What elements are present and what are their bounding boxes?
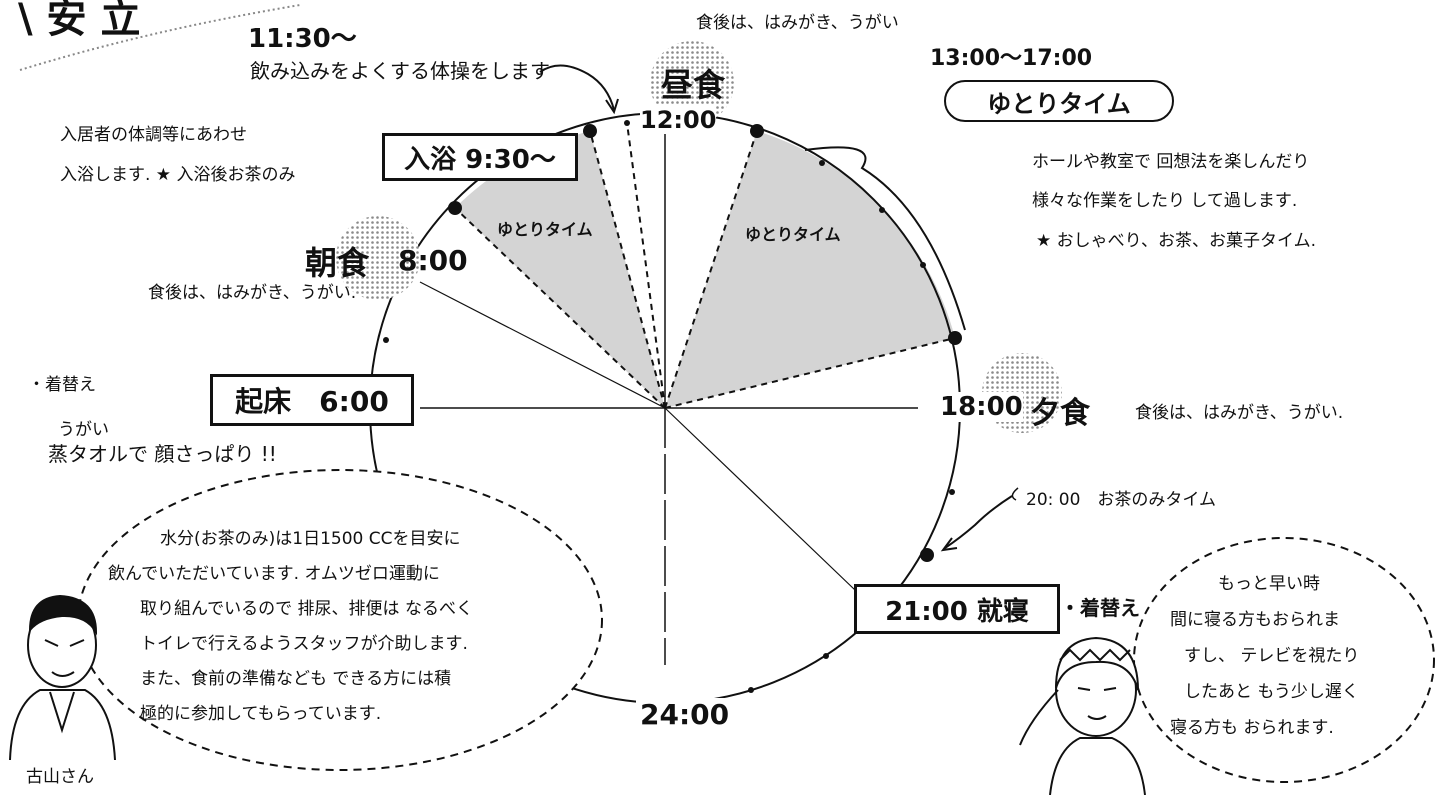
speaker-name: 古山さん bbox=[26, 767, 94, 787]
wake-label: 起床 6:00 bbox=[210, 374, 414, 426]
breakfast-time: 8:00 bbox=[398, 244, 468, 277]
clock-label-24: 24:00 bbox=[636, 698, 734, 731]
bubble-left-line: 取り組んでいるので 排尿、排便は なるべく bbox=[140, 599, 473, 619]
bubble-left-line: 飲んでいただいています. オムツゼロ運動に bbox=[108, 564, 440, 584]
bubble-right-text: もっと早い時 間に寝る方もおられま すし、 テレビを視たり したあと もう少し遅… bbox=[1170, 566, 1359, 746]
bubble-right-line: 寝る方も おられます. bbox=[1170, 718, 1334, 738]
lunch-title: 昼食 bbox=[661, 66, 726, 104]
bubble-left-line: 極的に参加してもらっています. bbox=[140, 704, 382, 724]
tea-arrow bbox=[944, 495, 1013, 549]
corner-title: \ 安 立 bbox=[18, 0, 141, 42]
wake-note-2: うがい bbox=[58, 420, 109, 440]
swallow-text: 飲み込みをよくする体操をします bbox=[250, 59, 550, 83]
tea-time: 20: 00 お茶のみタイム bbox=[1026, 490, 1217, 510]
corner-stroke bbox=[19, 4, 301, 71]
bath-note-1: 入居者の体調等にあわせ bbox=[60, 125, 247, 145]
dinner-time: 18:00 bbox=[940, 392, 1023, 422]
bubble-left-line: また、食前の準備なども できる方には積 bbox=[140, 669, 452, 689]
bubble-right-outline bbox=[1133, 537, 1435, 783]
dinner-note: 食後は、はみがき、うがい. bbox=[1135, 403, 1344, 423]
bubble-right-line: もっと早い時 bbox=[1218, 574, 1320, 594]
radius-8 bbox=[419, 281, 666, 409]
free-time-wedge-left bbox=[455, 131, 665, 408]
dinner-title: 夕食 bbox=[1030, 396, 1090, 431]
event-dots bbox=[383, 120, 962, 693]
free-time-badge: ゆとりタイム bbox=[944, 80, 1174, 122]
bubble-right-line: したあと もう少し遅く bbox=[1184, 682, 1359, 702]
man-illustration bbox=[9, 594, 116, 761]
free-desc-line-1: ホールや教室で 回想法を楽しんだり bbox=[1032, 152, 1310, 172]
free-desc-line-2: 様々な作業をしたり して過します. bbox=[1032, 191, 1298, 211]
sleep-note: ・着替え bbox=[1060, 596, 1140, 620]
wake-note-3: 蒸タオルで 顔さっぱり !! bbox=[48, 442, 277, 466]
bubble-left-line: トイレで行えるようスタッフが介助します. bbox=[140, 634, 468, 654]
radius-21 bbox=[664, 407, 856, 591]
free-time-brace bbox=[804, 146, 966, 331]
bath-note-2: 入浴します. ★ 入浴後お茶のみ bbox=[60, 165, 296, 185]
breakfast-note: 食後は、はみがき、うがい. bbox=[148, 283, 357, 303]
lunch-note: 食後は、はみがき、うがい bbox=[696, 13, 899, 33]
sleep-label: 21:00 就寝 bbox=[854, 584, 1060, 634]
breakfast-title: 朝食 bbox=[305, 244, 370, 282]
free-time-range: 13:00～17:00 bbox=[930, 46, 1093, 71]
wake-note-1: ・着替え bbox=[28, 375, 96, 395]
wedge-edges bbox=[454, 122, 956, 409]
bubble-left-line: 水分(お茶のみ)は1日1500 CCを目安に bbox=[160, 529, 461, 549]
bubble-right-line: 間に寝る方もおられま bbox=[1170, 610, 1340, 630]
bubble-right-line: すし、 テレビを視たり bbox=[1184, 646, 1360, 666]
wedge-right-label: ゆとりタイム bbox=[745, 225, 841, 244]
bubble-left-text: 水分(お茶のみ)は1日1500 CCを目安に 飲んでいただいています. オムツゼ… bbox=[108, 522, 473, 732]
bath-label: 入浴 9:30～ bbox=[382, 133, 578, 181]
swallow-time: 11:30～ bbox=[248, 24, 357, 54]
free-desc-line-3: ★ おしゃべり、お茶、お菓子タイム. bbox=[1036, 231, 1317, 251]
clock-label-12: 12:00 bbox=[640, 106, 717, 134]
wedge-left-label: ゆとりタイム bbox=[497, 220, 593, 239]
free-time-wedge-right bbox=[665, 131, 955, 408]
swallow-arrow bbox=[539, 64, 615, 111]
girl-illustration bbox=[1019, 636, 1146, 795]
breakfast-dot-circle bbox=[336, 216, 420, 300]
lunch-dot-circle bbox=[650, 41, 734, 125]
